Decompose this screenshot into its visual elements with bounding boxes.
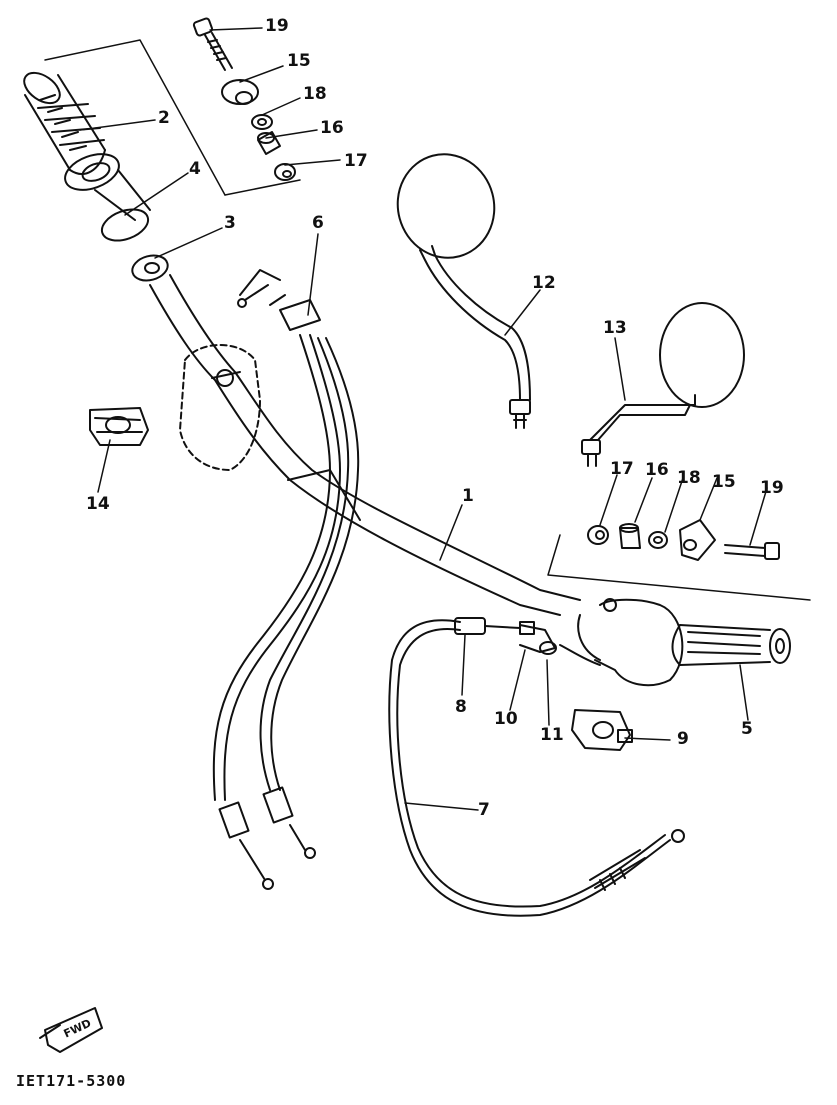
switch-9 — [571, 709, 633, 751]
left-switch-housing — [179, 344, 261, 471]
callout-14: 14 — [86, 494, 110, 514]
callout-4: 4 — [189, 159, 201, 179]
callout-15-top: 15 — [287, 51, 311, 71]
bolt-19-left — [192, 17, 233, 71]
left-mirror-hardware-box — [44, 39, 301, 196]
callout-18-top: 18 — [303, 84, 327, 104]
callout-12: 12 — [532, 273, 556, 293]
washer-18-right — [648, 531, 668, 549]
fwd-arrow-icon — [39, 1007, 103, 1053]
throttle-cables — [212, 269, 360, 890]
callout-2: 2 — [158, 108, 170, 128]
leader-lines — [79, 27, 768, 811]
callout-11: 11 — [540, 725, 564, 745]
callout-1: 1 — [462, 486, 474, 506]
callout-13: 13 — [603, 318, 627, 338]
cap-15-right — [679, 519, 716, 561]
drawing-code: IET171-5300 — [16, 1072, 127, 1090]
callout-19-top: 19 — [265, 16, 289, 36]
bolt-19-right — [724, 542, 780, 560]
callout-16-right: 16 — [645, 460, 669, 480]
handlebar — [149, 274, 581, 616]
nut-17-right — [587, 525, 609, 545]
callout-8: 8 — [455, 697, 467, 717]
switch-14 — [89, 407, 149, 446]
bushing-16-right — [619, 523, 641, 549]
callout-5: 5 — [741, 719, 753, 739]
left-grip — [23, 71, 106, 175]
bushing-16-left — [257, 131, 281, 155]
callout-16-top: 16 — [320, 118, 344, 138]
mirror-left — [396, 153, 531, 429]
callout-15-right: 15 — [712, 472, 736, 492]
callout-17-right: 17 — [610, 459, 634, 479]
cap-15-left — [221, 79, 259, 105]
mirror-right — [581, 302, 745, 467]
nut-17-left — [274, 163, 296, 181]
grip-flange — [64, 153, 151, 242]
callout-17-top: 17 — [344, 151, 368, 171]
callout-7: 7 — [478, 800, 490, 820]
right-grip — [671, 624, 791, 666]
clutch-cable — [388, 617, 685, 917]
right-switch-housing — [577, 598, 684, 687]
washer-18-left — [251, 114, 273, 130]
callout-19-right: 19 — [760, 478, 784, 498]
callout-10: 10 — [494, 709, 518, 729]
callout-6: 6 — [312, 213, 324, 233]
callout-3: 3 — [224, 213, 236, 233]
callout-18-right: 18 — [677, 468, 701, 488]
callout-9: 9 — [677, 729, 689, 749]
right-mirror-hardware-box — [547, 534, 811, 601]
collar — [131, 254, 169, 282]
clutch-lever-parts — [519, 624, 601, 666]
